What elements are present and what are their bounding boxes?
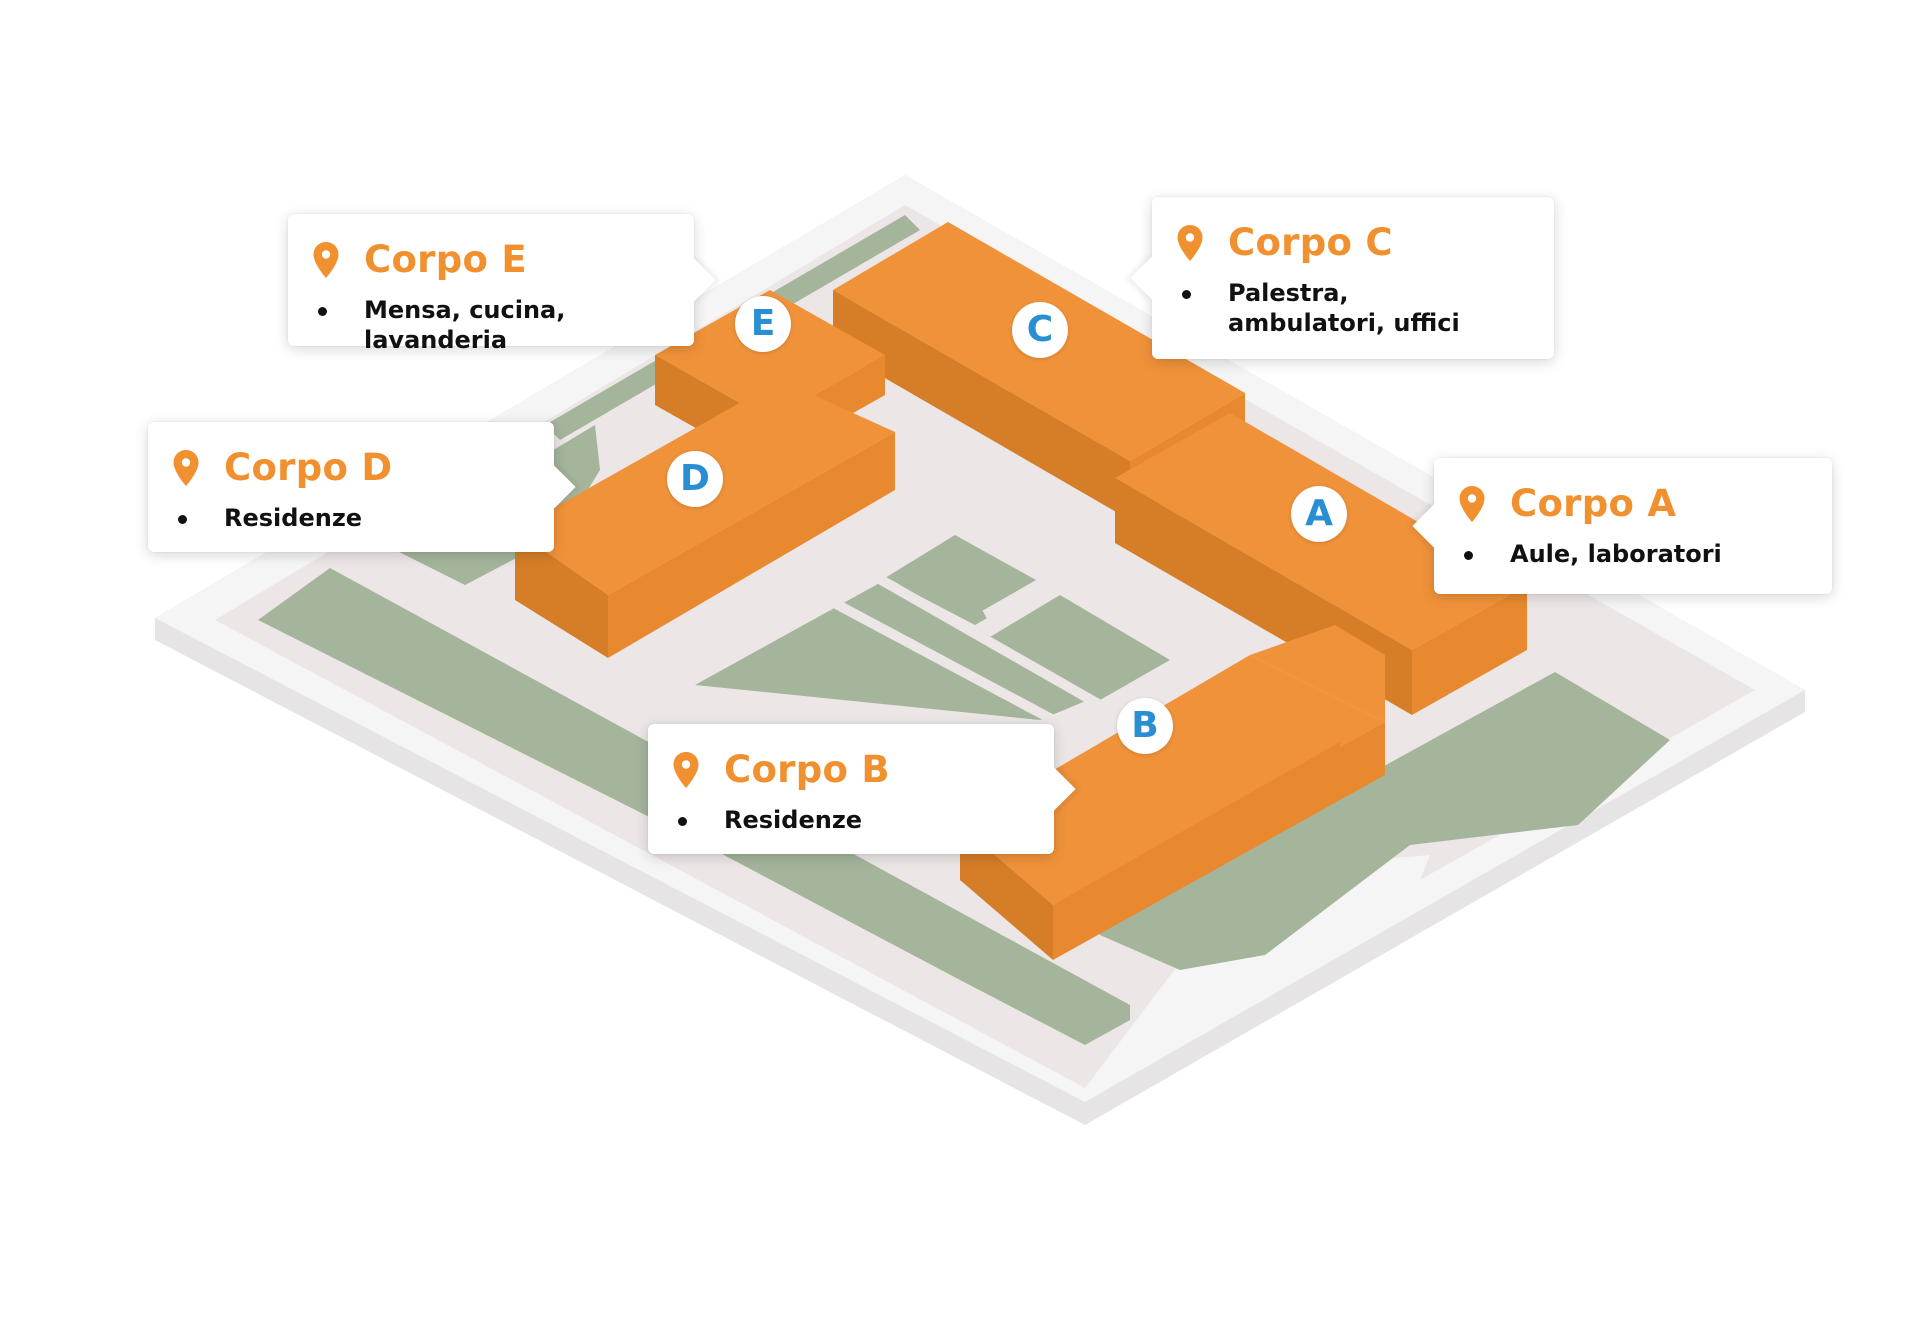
callout-item: Aule, laboratori [1458, 539, 1808, 569]
map-pin-icon [1459, 485, 1485, 522]
badge-b[interactable]: B [1117, 698, 1173, 754]
callout-item: Palestra, ambulatori, uffici [1176, 278, 1488, 338]
callout-title: Corpo B [724, 748, 890, 791]
callout-corpo-c[interactable]: Corpo C Palestra, ambulatori, uffici [1152, 197, 1554, 359]
green-area-court-2 [990, 595, 1170, 700]
callout-corpo-a[interactable]: Corpo A Aule, laboratori [1434, 458, 1832, 594]
badge-d[interactable]: D [667, 451, 723, 507]
green-area-southeast [1095, 672, 1670, 970]
map-pin-icon [313, 241, 339, 278]
map-pin-icon [1177, 224, 1203, 261]
callout-corpo-e[interactable]: Corpo E Mensa, cucina, lavanderia [288, 214, 694, 354]
building-b [960, 625, 1385, 960]
callout-corpo-d[interactable]: Corpo D Residenze [148, 422, 554, 552]
badge-a[interactable]: A [1291, 486, 1347, 542]
badge-c[interactable]: C [1012, 302, 1068, 358]
green-area-center [695, 580, 1100, 720]
callout-item: Residenze [672, 805, 1030, 835]
callout-title: Corpo E [364, 238, 527, 281]
callout-item: Residenze [172, 503, 530, 533]
badge-e[interactable]: E [735, 296, 791, 352]
callout-title: Corpo A [1510, 482, 1677, 525]
callout-title: Corpo C [1228, 221, 1393, 264]
map-pin-icon [173, 449, 199, 486]
callout-corpo-b[interactable]: Corpo B Residenze [648, 724, 1054, 854]
callout-title: Corpo D [224, 446, 393, 489]
map-pin-icon [673, 751, 699, 788]
callout-item: Mensa, cucina, lavanderia [312, 295, 670, 355]
